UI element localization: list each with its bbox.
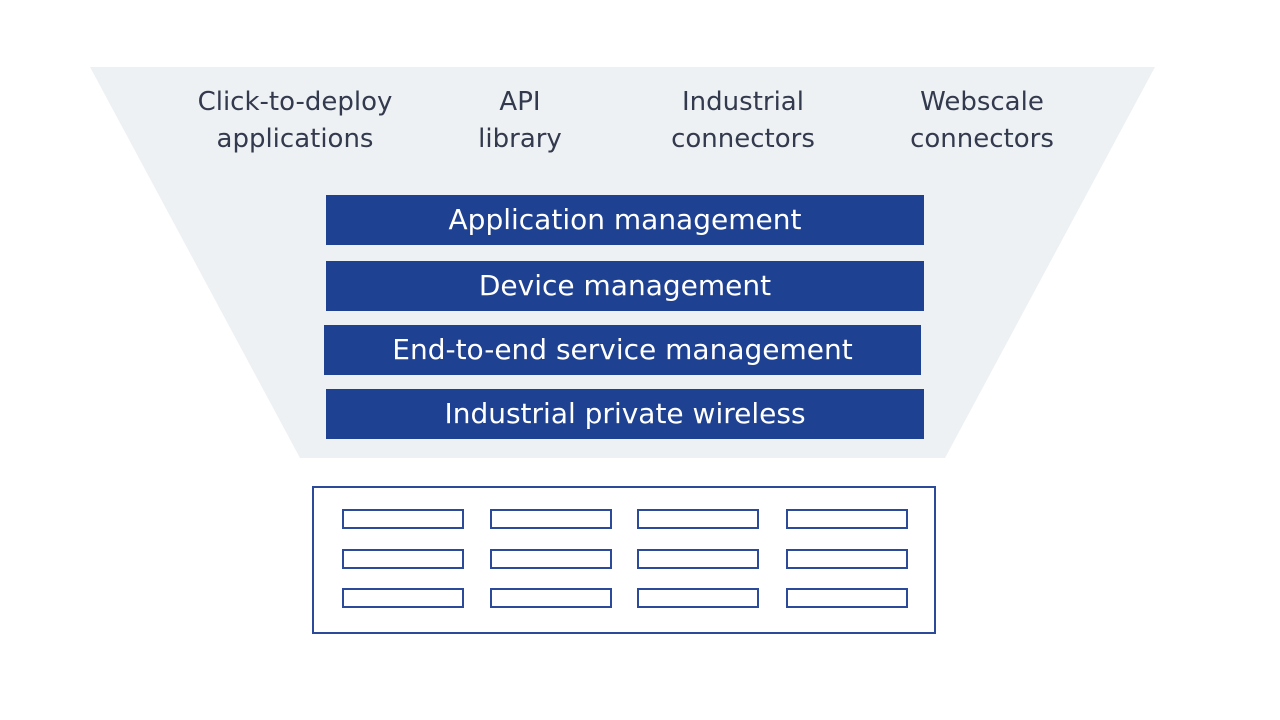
label-click-to-deploy-applications: Click-to-deploy applications — [197, 87, 393, 154]
hardware-rack — [312, 486, 936, 634]
label-api-library: API library — [478, 87, 562, 154]
hardware-slot — [490, 549, 612, 569]
hardware-slot — [637, 588, 759, 608]
hardware-slot — [786, 549, 908, 569]
hardware-slot — [786, 588, 908, 608]
hardware-slot — [342, 509, 464, 529]
layer-industrial-private-wireless: Industrial private wireless — [326, 389, 924, 439]
hardware-slot — [637, 509, 759, 529]
label-webscale-connectors: Webscale connectors — [910, 87, 1054, 154]
layer-application-management: Application management — [326, 195, 924, 245]
label-industrial-connectors: Industrial connectors — [671, 87, 815, 154]
hardware-slot — [342, 549, 464, 569]
layer-end-to-end-service-management: End-to-end service management — [324, 325, 921, 375]
hardware-slot — [490, 588, 612, 608]
hardware-slot — [342, 588, 464, 608]
hardware-slot — [490, 509, 612, 529]
hardware-slot — [637, 549, 759, 569]
hardware-slot — [786, 509, 908, 529]
layer-device-management: Device management — [326, 261, 924, 311]
